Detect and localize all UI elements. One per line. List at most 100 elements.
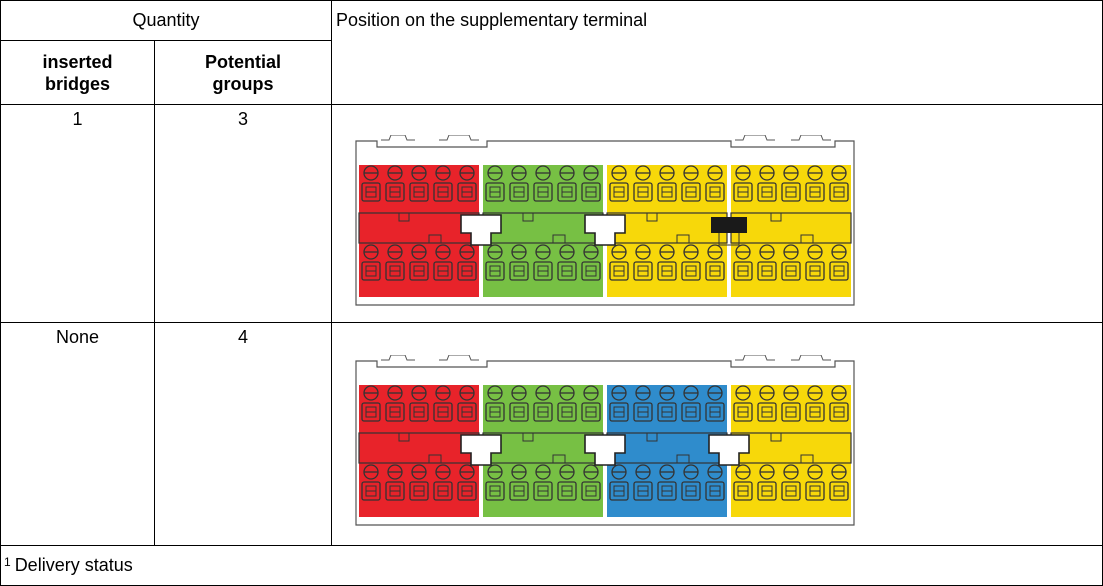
clamp-opening [533, 261, 553, 281]
clamp-opening [509, 402, 529, 422]
header-position-label: Position on the supplementary terminal [336, 10, 648, 30]
subheader-groups-line2: groups [212, 73, 274, 94]
cell-bridges: None [0, 322, 155, 546]
supplementary-terminal-diagram [355, 355, 855, 526]
potential-group-red [358, 385, 480, 517]
bridge-slot [460, 434, 502, 466]
clamp-opening [485, 402, 505, 422]
subheader-groups-line1: Potential [205, 51, 282, 72]
potential-group-red [358, 165, 480, 297]
clamp-opening [609, 402, 629, 422]
clamp-opening [557, 182, 577, 202]
header-quantity: Quantity [0, 0, 333, 41]
clamp-opening [829, 402, 849, 422]
clamp-opening [509, 182, 529, 202]
cell-terminal-figure [331, 322, 1103, 546]
clamp-opening [757, 261, 777, 281]
clamp-opening [409, 481, 429, 501]
potential-group-yellow [730, 165, 852, 297]
clamp-opening [433, 481, 453, 501]
clamp-opening [657, 402, 677, 422]
clamp-opening [457, 481, 477, 501]
clamp-opening [633, 261, 653, 281]
bridge-rail [730, 212, 852, 244]
clamp-opening [509, 261, 529, 281]
clamp-opening [557, 261, 577, 281]
clamp-opening [385, 261, 405, 281]
clamp-opening [805, 261, 825, 281]
clamp-opening [485, 261, 505, 281]
clamp-opening [705, 402, 725, 422]
clamp-opening [609, 481, 629, 501]
clamp-opening [757, 481, 777, 501]
subheader-inserted-line1: inserted [42, 51, 113, 72]
clamp-opening [657, 261, 677, 281]
clamp-opening [557, 402, 577, 422]
header-position: Position on the supplementary terminal [331, 0, 1103, 105]
clamp-opening [829, 261, 849, 281]
clamp-opening [581, 481, 601, 501]
clamp-opening [533, 402, 553, 422]
bridge-rail [358, 212, 480, 244]
clamp-opening [633, 182, 653, 202]
clamp-opening [409, 402, 429, 422]
potential-group-blue [606, 385, 728, 517]
latch-outline [791, 355, 832, 361]
clamp-opening [757, 182, 777, 202]
subheader-inserted-bridges: inserted bridges [0, 40, 155, 105]
header-quantity-label: Quantity [132, 10, 200, 30]
clamp-opening [385, 182, 405, 202]
cell-groups: 3 [153, 104, 333, 323]
clamp-opening [681, 182, 701, 202]
bridge-rail [358, 432, 480, 464]
groups-value: 3 [238, 109, 249, 129]
latch-outline [381, 135, 416, 141]
clamp-opening [757, 402, 777, 422]
clamp-opening [781, 261, 801, 281]
latch-outline [735, 355, 776, 361]
clamp-opening [805, 402, 825, 422]
clamp-opening [433, 261, 453, 281]
clamp-opening [781, 481, 801, 501]
supplementary-terminal-diagram [355, 135, 855, 306]
bridge-slot [584, 434, 626, 466]
footnote-mark: 1 [4, 555, 11, 569]
latch-outline [381, 355, 416, 361]
clamp-opening [705, 481, 725, 501]
clamp-opening [485, 182, 505, 202]
latch-outline [439, 355, 480, 361]
latch-outline [439, 135, 480, 141]
clamp-opening [457, 402, 477, 422]
inserted-bridge [711, 217, 748, 233]
bridge-rail [606, 212, 728, 244]
clamp-opening [829, 182, 849, 202]
table-row: 1 3 [0, 104, 1103, 323]
clamp-opening [705, 182, 725, 202]
clamp-opening [609, 182, 629, 202]
clamp-opening [805, 481, 825, 501]
bridge-slot [708, 434, 750, 466]
clamp-opening [533, 182, 553, 202]
clamp-opening [581, 261, 601, 281]
clamp-opening [361, 261, 381, 281]
clamp-opening [633, 402, 653, 422]
potential-group-green [482, 385, 604, 517]
clamp-opening [681, 261, 701, 281]
bridges-value: None [55, 327, 100, 347]
clamp-opening [681, 481, 701, 501]
subheader-potential-groups: Potential groups [153, 40, 333, 105]
table-row: None 4 [0, 322, 1103, 546]
clamp-opening [409, 261, 429, 281]
clamp-opening [457, 261, 477, 281]
clamp-opening [609, 261, 629, 281]
groups-value: 4 [238, 327, 249, 347]
clamp-opening [581, 182, 601, 202]
clamp-opening [633, 481, 653, 501]
clamp-opening [781, 182, 801, 202]
bridge-rail [606, 432, 728, 464]
clamp-opening [733, 481, 753, 501]
latch-outline [791, 135, 832, 141]
latch-outline [735, 135, 776, 141]
